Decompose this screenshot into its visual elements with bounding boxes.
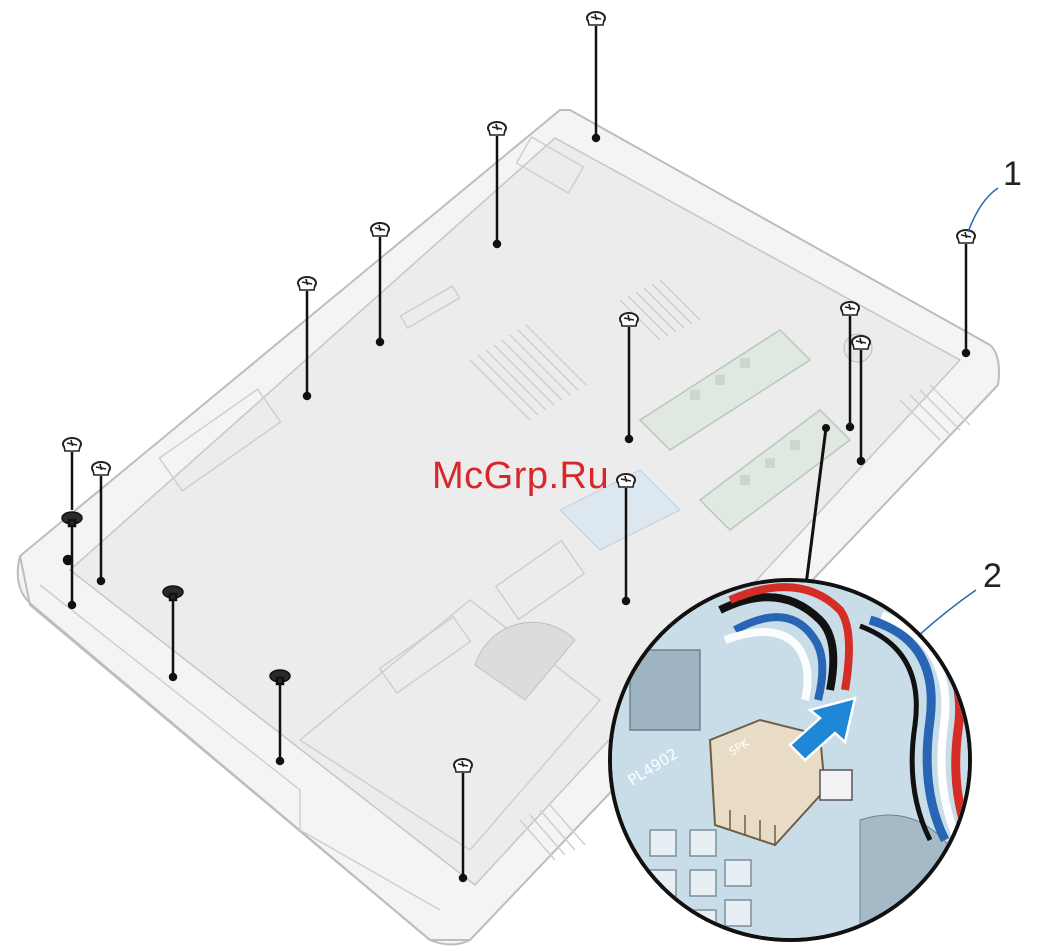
callout-1-leader <box>968 188 998 232</box>
callout-label-1: 1 <box>1003 155 1022 194</box>
watermark-text: McGrp.Ru <box>432 455 609 498</box>
screw-10 <box>63 438 81 510</box>
callout-label-2: 2 <box>983 557 1002 596</box>
